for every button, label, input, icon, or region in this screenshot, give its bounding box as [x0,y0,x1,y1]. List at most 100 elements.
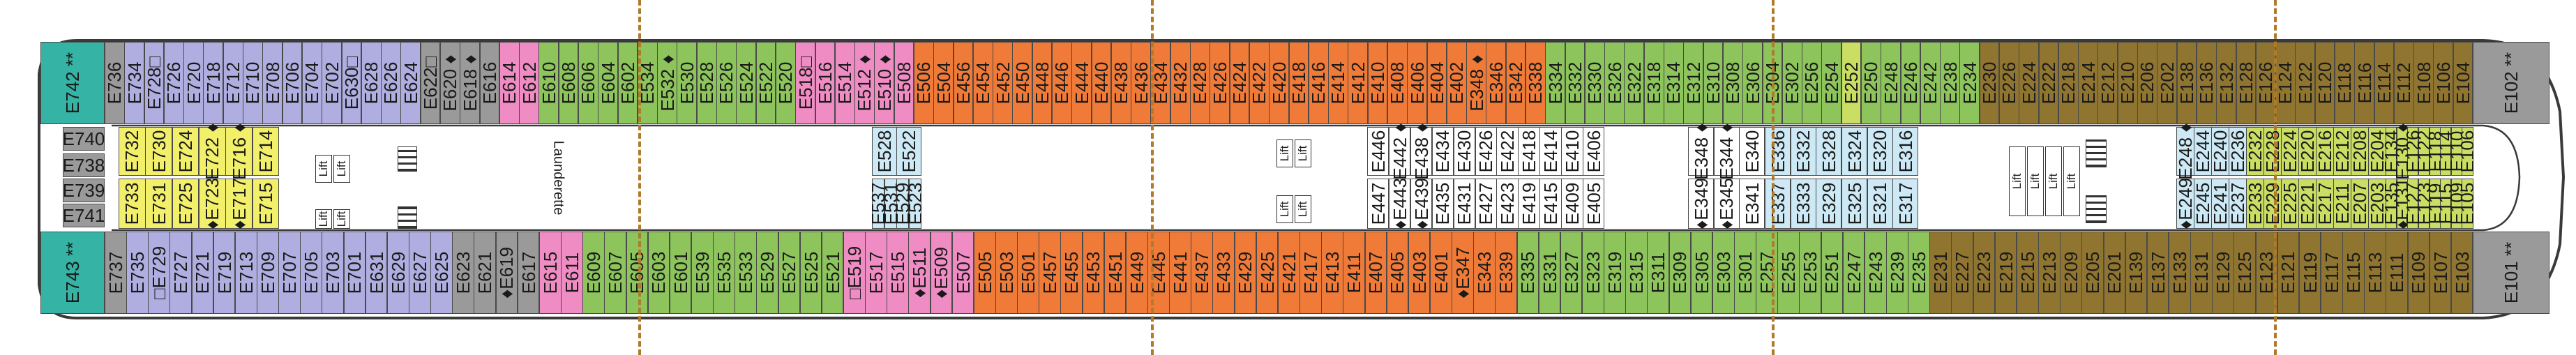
cabin-e413[interactable]: E413 [1321,232,1343,314]
cabin-e438[interactable]: E438 [1110,42,1131,124]
cabin-e207[interactable]: E207 [2349,179,2370,229]
cabin-e136[interactable]: E136 [2196,42,2217,124]
cabin-e103[interactable]: E103 [2450,232,2473,314]
cabin-e335[interactable]: E335 [1516,232,1539,314]
cabin-e437[interactable]: E437 [1191,232,1213,314]
cabin-e706[interactable]: E706 [282,42,303,124]
cabin-e306[interactable]: E306 [1742,42,1763,124]
cabin-e252[interactable]: E252 [1841,42,1862,124]
cabin-e230[interactable]: E230 [1979,42,2000,124]
cabin-e337[interactable]: E337 [1765,179,1791,229]
cabin-e114[interactable]: E114 [2435,127,2456,176]
cabin-e740[interactable]: E740 [63,127,105,151]
cabin-e518[interactable]: E518□ [795,42,816,124]
cabin-e402[interactable]: E402 [1446,42,1467,124]
cabin-e228[interactable]: E228 [2262,127,2283,176]
cabin-e713[interactable]: E713 [234,232,257,314]
cabin-e123[interactable]: E123 [2413,179,2434,229]
cabin-e532[interactable]: E532 ♦ [657,42,678,124]
cabin-e214[interactable]: E214 [2078,42,2099,124]
cabin-e301[interactable]: E301 [1734,232,1756,314]
cabin-e602[interactable]: E602 [617,42,638,124]
cabin-e631[interactable]: E631 [365,232,388,314]
cabin-e719[interactable]: E719 [213,232,236,314]
cabin-e446[interactable]: E446 [1051,42,1072,124]
cabin-e121[interactable]: E121 [2277,232,2300,314]
cabin-e622[interactable]: E622□ [420,42,441,124]
cabin-e253[interactable]: E253 [1799,232,1822,314]
cabin-e333[interactable]: E333 [1790,179,1816,229]
cabin-e506[interactable]: E506 [913,42,934,124]
cabin-e516[interactable]: E516 [815,42,836,124]
cabin-e611[interactable]: E611 [561,232,583,314]
cabin-e106[interactable]: E106 [2433,42,2454,124]
cabin-e530[interactable]: E530 [677,42,698,124]
cabin-e235[interactable]: E235 [1908,232,1930,314]
cabin-e310[interactable]: E310 [1703,42,1724,124]
cabin-e426[interactable]: E426 [1210,42,1230,124]
cabin-e415[interactable]: E415 [1539,179,1562,229]
cabin-e109[interactable]: E109 [2407,232,2430,314]
cabin-e338[interactable]: E338 [1525,42,1546,124]
cabin-e736[interactable]: E736 [104,42,125,124]
cabin-e726[interactable]: E726 [163,42,184,124]
cabin-e446[interactable]: E446 [1367,127,1389,176]
cabin-e233[interactable]: E233 [2245,179,2266,229]
cabin-e129[interactable]: E129 [2212,232,2234,314]
cabin-e449[interactable]: E449 [1125,232,1148,314]
cabin-e309[interactable]: E309 [1669,232,1692,314]
cabin-e210[interactable]: E210 [2117,42,2138,124]
cabin-e441[interactable]: E441 [1169,232,1191,314]
cabin-e525[interactable]: E525 [799,232,822,314]
cabin-e117[interactable]: E117 [2320,232,2343,314]
cabin-e216[interactable]: E216 [2314,127,2335,176]
cabin-e139[interactable]: E139 [2125,232,2148,314]
cabin-e707[interactable]: E707 [278,232,301,314]
cabin-e410[interactable]: E410 [1367,42,1388,124]
cabin-e450[interactable]: E450 [1012,42,1033,124]
cabin-e514[interactable]: E514 [834,42,855,124]
cabin-e715[interactable]: E715 [252,179,280,229]
cabin-e732[interactable]: E732 [119,127,146,176]
cabin-e427[interactable]: E427 [1475,179,1497,229]
cabin-e607[interactable]: E607 [604,232,627,314]
cabin-e614[interactable]: E614 [499,42,520,124]
cabin-e326[interactable]: E326 [1604,42,1625,124]
cabin-e405[interactable]: E405 [1386,232,1409,314]
cabin-e320[interactable]: E320 [1867,127,1893,176]
cabin-e302[interactable]: E302 [1782,42,1802,124]
cabin-e241[interactable]: E241 [2210,179,2231,229]
cabin-e120[interactable]: E120 [2314,42,2335,124]
cabin-e408[interactable]: E408 [1387,42,1408,124]
cabin-e331[interactable]: E331 [1538,232,1561,314]
cabin-e743[interactable]: E743 ** [40,232,105,314]
cabin-e349[interactable]: ♦E349 [1688,178,1715,229]
cabin-e503[interactable]: E503 [995,232,1018,314]
cabin-e318[interactable]: E318 [1643,42,1664,124]
cabin-e245[interactable]: E245 [2192,179,2213,229]
cabin-e240[interactable]: E240 [2210,127,2231,176]
cabin-e612[interactable]: E612 [519,42,540,124]
cabin-e524[interactable]: E524 [736,42,757,124]
cabin-e215[interactable]: E215 [2016,232,2039,314]
cabin-e452[interactable]: E452 [993,42,1014,124]
cabin-e510[interactable]: E510 ♦ [874,42,895,124]
cabin-e115[interactable]: E115 [2435,179,2456,229]
cabin-e126[interactable]: E126 [2402,127,2423,176]
cabin-e405[interactable]: E405 [1583,179,1605,229]
cabin-e119[interactable]: E119 [2298,232,2321,314]
cabin-e110[interactable]: E110 [2446,127,2467,176]
cabin-e603[interactable]: E603 [647,232,670,314]
cabin-e234[interactable]: E234 [1959,42,1980,124]
cabin-e708[interactable]: E708 [262,42,283,124]
cabin-e442[interactable]: E442 ♦ [1388,123,1411,180]
cabin-e219[interactable]: E219 [1994,232,2017,314]
cabin-e432[interactable]: E432 [1170,42,1191,124]
cabin-e623[interactable]: E623 [452,232,474,314]
cabin-e348[interactable]: E348 ♦ [1466,42,1487,124]
cabin-e705[interactable]: E705 [300,232,322,314]
cabin-e134[interactable]: E134 [2381,127,2402,176]
cabin-e243[interactable]: E243 [1864,232,1887,314]
cabin-e454[interactable]: E454 [972,42,993,124]
cabin-e723[interactable]: ♦E723 [199,178,226,229]
